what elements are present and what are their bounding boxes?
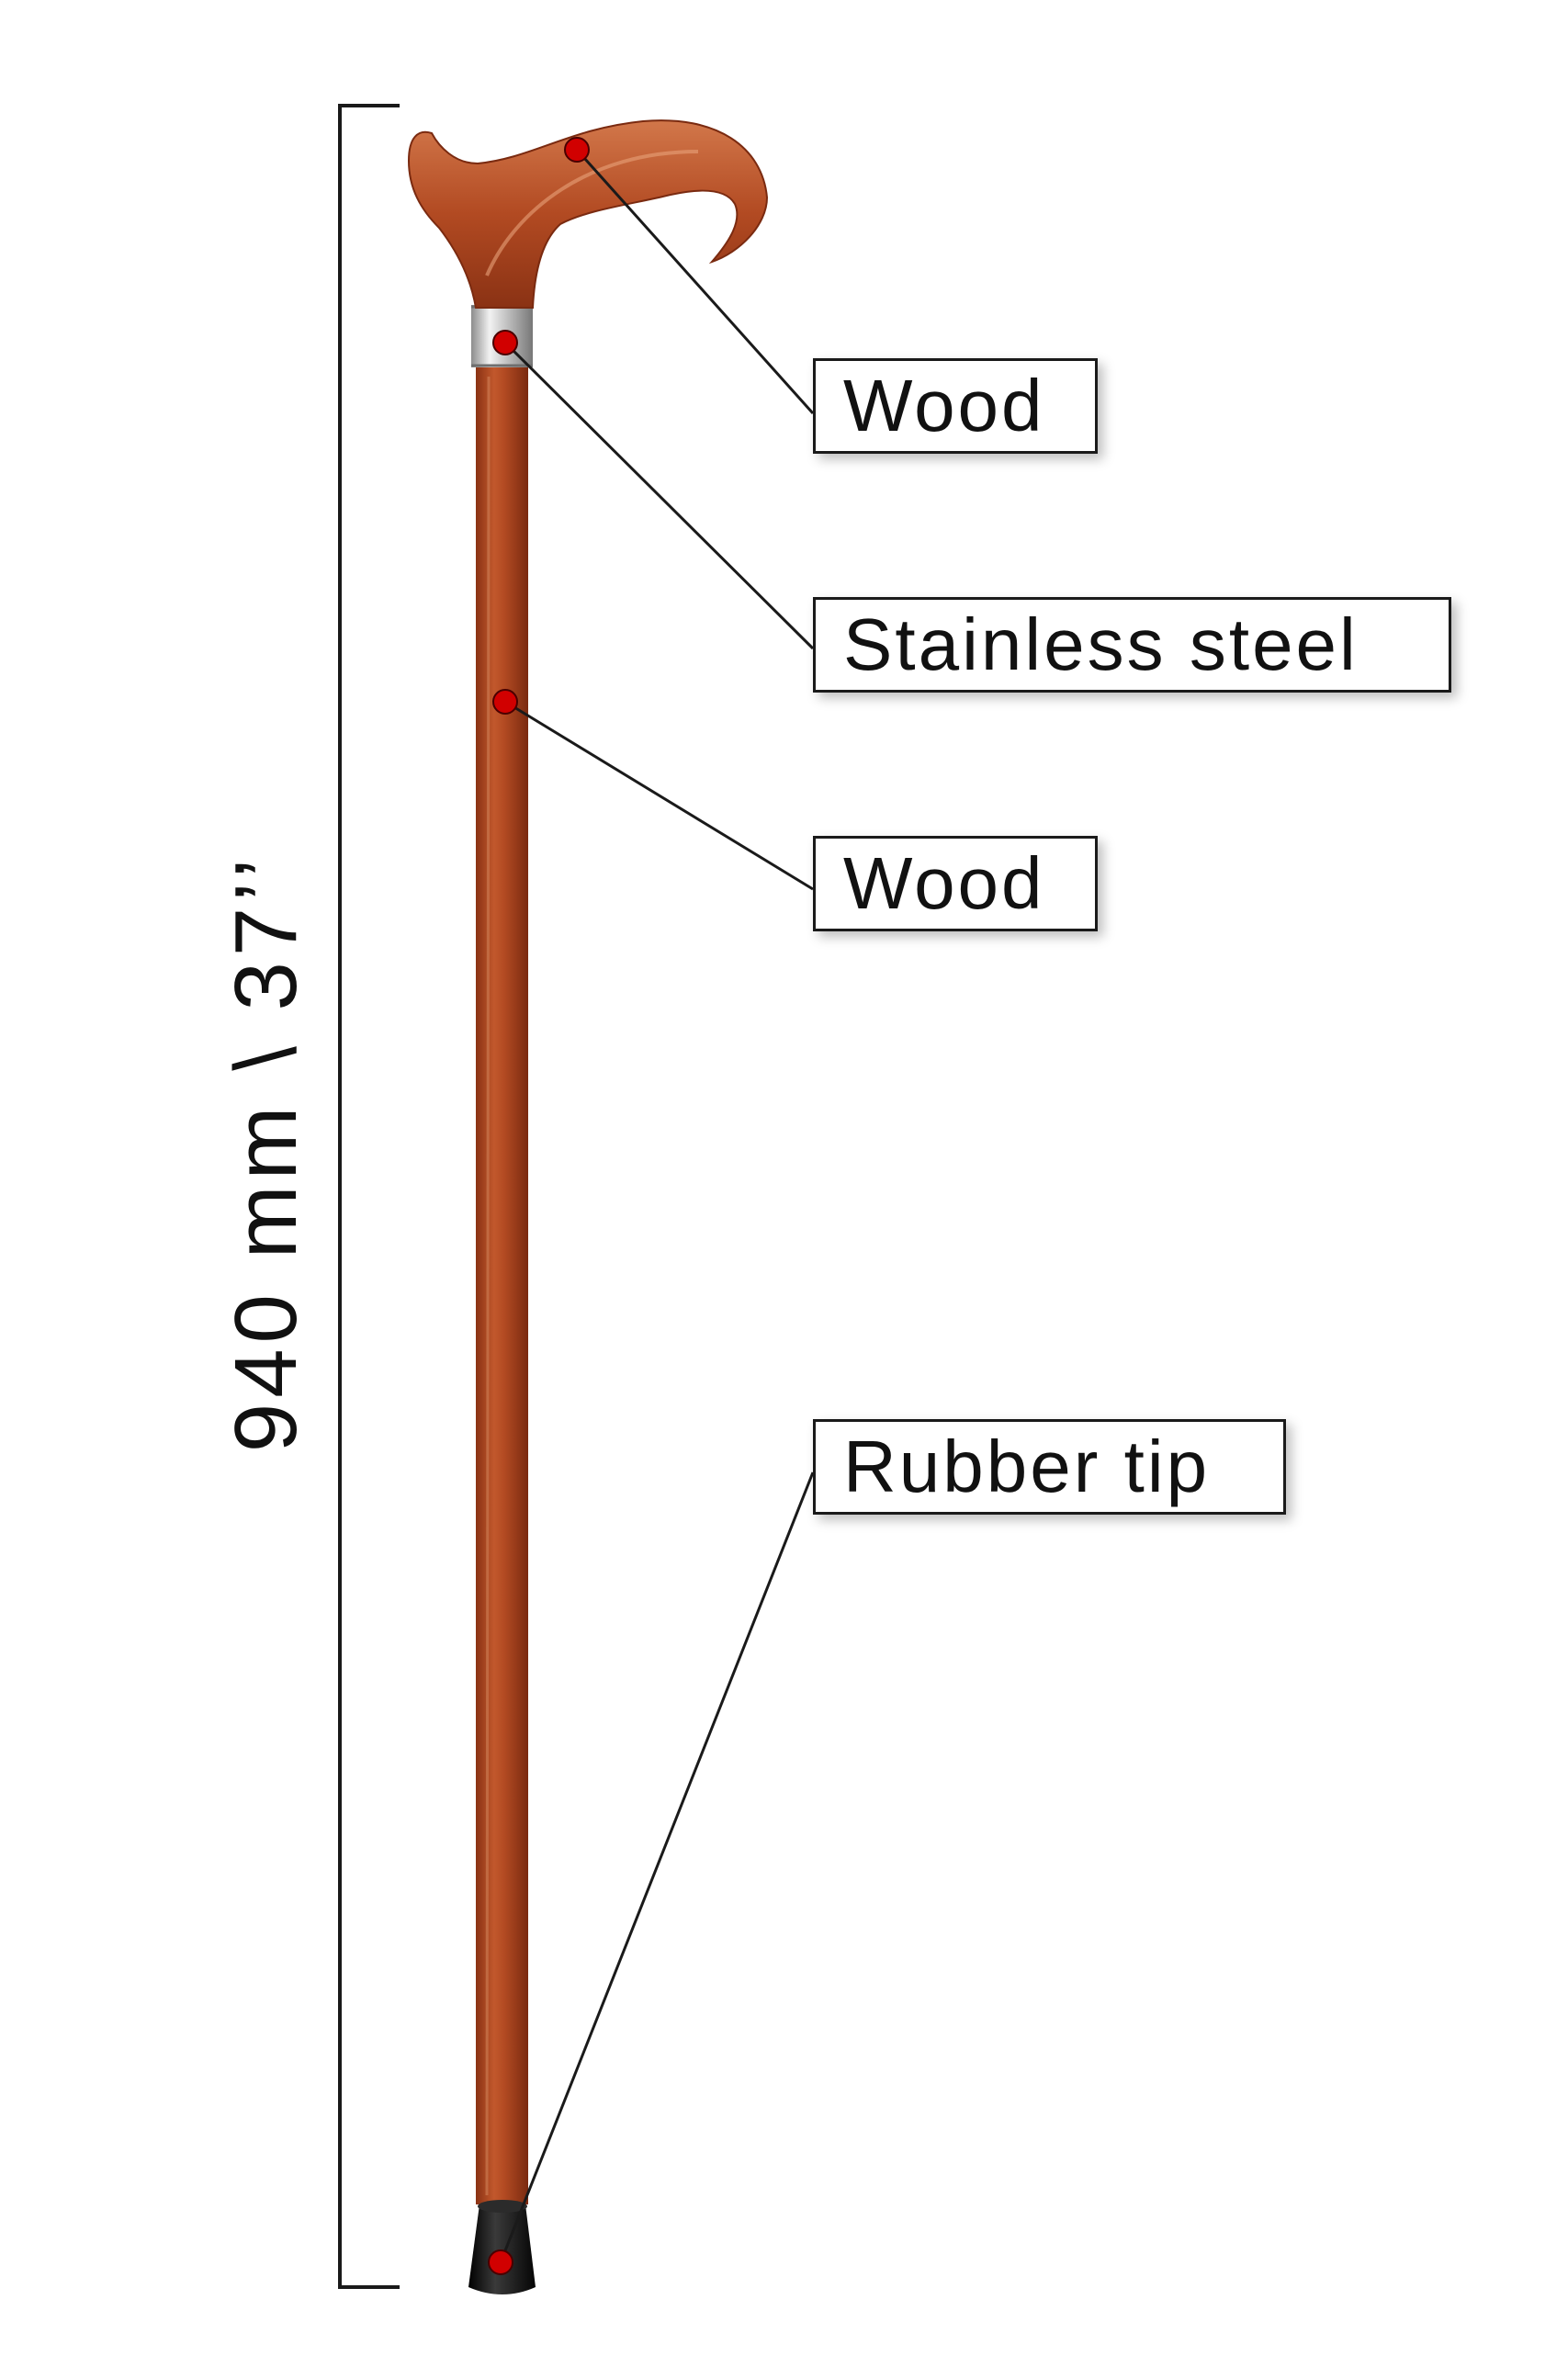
marker-handle <box>564 137 590 163</box>
marker-tip <box>488 2249 513 2275</box>
dimension-bracket <box>338 104 400 2289</box>
markers <box>488 137 590 2275</box>
shaft-highlight <box>485 376 491 2196</box>
label-shaft-wood: Wood <box>813 836 1098 931</box>
cane-handle <box>407 119 769 309</box>
label-handle-wood: Wood <box>813 358 1098 454</box>
leader-line-handle <box>575 148 815 415</box>
label-stainless-steel: Stainless steel <box>813 597 1451 693</box>
leader-lines <box>499 148 815 2263</box>
rubber-tip-shape <box>468 2204 536 2294</box>
leader-line-shaft <box>504 700 814 891</box>
leader-line-tip <box>499 1471 815 2263</box>
leader-line-collar <box>503 341 815 650</box>
dimension-label: 940 mm \ 37’’ <box>217 852 315 1453</box>
marker-collar <box>492 330 518 355</box>
marker-shaft <box>492 689 518 715</box>
label-rubber-tip: Rubber tip <box>813 1419 1286 1515</box>
rubber-tip-top <box>478 2200 527 2213</box>
handle-highlight <box>485 150 699 276</box>
cane-shaft <box>476 367 528 2204</box>
